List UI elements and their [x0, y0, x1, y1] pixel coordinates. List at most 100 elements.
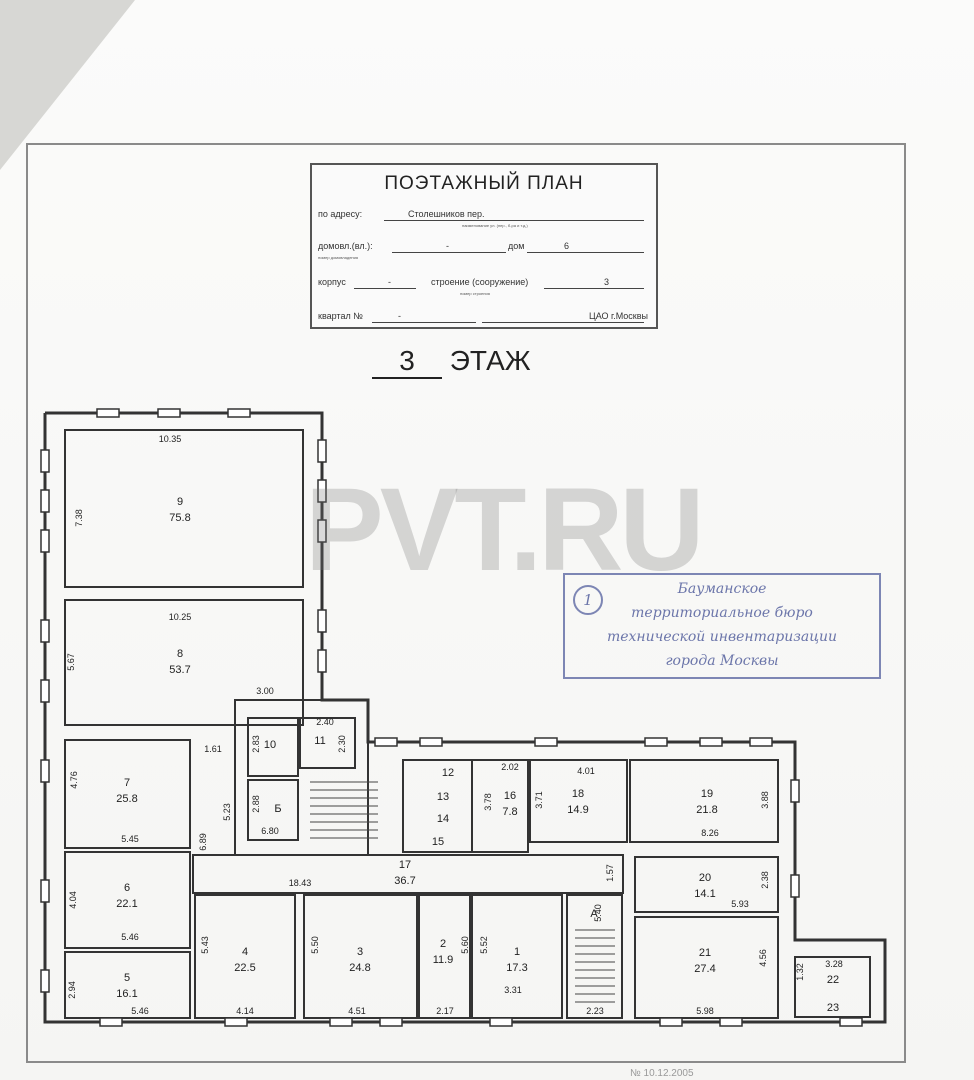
- dim-5-46-a: 5.46: [121, 932, 139, 942]
- korpus-value: -: [388, 277, 391, 287]
- outer-wall: [43, 411, 887, 1024]
- dim-2-17: 2.17: [436, 1006, 454, 1016]
- wc-block-outline: [402, 759, 529, 853]
- dim-18-43: 18.43: [289, 878, 312, 888]
- room-19-number: 19: [701, 788, 713, 800]
- room-3-area: 24.8: [349, 962, 370, 974]
- room-1-number: 1: [514, 946, 520, 958]
- bureau-line-3: технической инвентаризации: [606, 629, 838, 645]
- dim-5-45: 5.45: [121, 834, 139, 844]
- dim-5-23: 5.23: [222, 803, 232, 821]
- dim-5-60: 5.60: [460, 936, 470, 954]
- room-6-number: 6: [124, 882, 130, 894]
- dim-4-56: 4.56: [758, 949, 768, 967]
- dim-3-31: 3.31: [504, 985, 522, 995]
- dim-2-38: 2.38: [760, 871, 770, 889]
- room-19-outline: [629, 759, 779, 843]
- dim-8-26: 8.26: [701, 828, 719, 838]
- dim-1-57: 1.57: [605, 864, 615, 882]
- room-18-number: 18: [572, 788, 584, 800]
- address-value: Столешников пер.: [408, 209, 485, 219]
- building-note: номер строения: [460, 291, 490, 296]
- room-16-number: 16: [504, 790, 516, 802]
- room-3-outline: [303, 894, 418, 1019]
- dim-5-93: 5.93: [731, 899, 749, 909]
- dim-2-02: 2.02: [501, 762, 519, 772]
- dim-room8-width: 10.25: [169, 612, 192, 622]
- room-8-outline: [64, 599, 304, 726]
- room-9-area: 75.8: [169, 512, 190, 524]
- room-22-outline: [794, 956, 871, 1018]
- room-9-number: 9: [177, 496, 183, 508]
- bureau-stamp: 1 Бауманское территориальное бюро технич…: [563, 573, 881, 679]
- room-22-number: 22: [827, 974, 839, 986]
- floor-label: ЭТАЖ: [449, 345, 531, 376]
- room-b-outline: [247, 779, 299, 841]
- stair-a-outline: [566, 894, 623, 1019]
- dim-room9-width: 10.35: [159, 434, 182, 444]
- dim-6-80: 6.80: [261, 826, 279, 836]
- dim-5-43: 5.43: [200, 936, 210, 954]
- bureau-line-2: территориальное бюро: [631, 605, 813, 621]
- room-6-outline: [64, 851, 191, 949]
- corridor-17-number: 17: [399, 859, 411, 871]
- building-label: строение (сооружение): [431, 277, 529, 287]
- dim-5-46-b: 5.46: [131, 1006, 149, 1016]
- dim-2-30: 2.30: [337, 735, 347, 753]
- drawing-frame: [26, 143, 906, 1063]
- dim-4-51: 4.51: [348, 1006, 366, 1016]
- room-15-number: 15: [432, 836, 444, 848]
- korpus-label: корпус: [318, 277, 346, 287]
- dim-room8-height: 5.67: [66, 653, 76, 671]
- dim-2-88: 2.88: [251, 795, 261, 813]
- room-8-number: 8: [177, 648, 183, 660]
- room-14-number: 14: [437, 813, 449, 825]
- stair-core-outline: [234, 699, 369, 856]
- plan-title: ПОЭТАЖНЫЙ ПЛАН: [384, 173, 584, 194]
- dim-5-40: 5.40: [593, 904, 603, 922]
- room-5-outline: [64, 951, 191, 1019]
- room-2-number: 2: [440, 938, 446, 950]
- building-value: 3: [604, 277, 610, 287]
- room-4-area: 22.5: [234, 962, 255, 974]
- room-23-number: 23: [827, 1002, 839, 1014]
- dim-3-88: 3.88: [760, 791, 770, 809]
- dim-room9-height: 7.38: [74, 509, 84, 527]
- dim-1-61: 1.61: [204, 744, 222, 754]
- dim-2-23: 2.23: [586, 1006, 604, 1016]
- room-13-number: 13: [437, 791, 449, 803]
- room-2-area: 11.9: [433, 954, 454, 966]
- address-note: наименование ул. (пер., б-ра и т.д.): [462, 223, 528, 228]
- title-block: ПОЭТАЖНЫЙ ПЛАН по адресу: Столешников пе…: [310, 163, 658, 329]
- room-7-number: 7: [124, 777, 130, 789]
- room-9-outline: [64, 429, 304, 588]
- room-11-number: 11: [314, 735, 325, 747]
- room-5-area: 16.1: [116, 988, 137, 1000]
- room-21-area: 27.4: [694, 963, 715, 975]
- dim-4-76: 4.76: [69, 771, 79, 789]
- room-11-outline: [299, 717, 356, 769]
- dim-3-71: 3.71: [534, 791, 544, 809]
- dim-5-52: 5.52: [479, 936, 489, 954]
- bureau-stamp-number: 1: [573, 585, 603, 615]
- room-4-number: 4: [242, 946, 248, 958]
- dom-label: дом: [508, 241, 525, 251]
- dom-value: 6: [564, 241, 570, 251]
- room-1-outline: [471, 894, 563, 1019]
- dim-3-00: 3.00: [256, 686, 274, 696]
- corridor-17-outline: [192, 854, 624, 894]
- room-2-outline: [418, 894, 471, 1019]
- room-5-number: 5: [124, 972, 130, 984]
- room-20-outline: [634, 856, 779, 913]
- dim-2-94: 2.94: [67, 981, 77, 999]
- room-16-area: 7.8: [502, 806, 517, 818]
- dim-2-83: 2.83: [251, 735, 261, 753]
- room-18-outline: [529, 759, 628, 843]
- dim-3-78: 3.78: [483, 793, 493, 811]
- room-8-area: 53.7: [169, 664, 190, 676]
- corridor-17-area: 36.7: [394, 875, 415, 887]
- room-10-number: 10: [264, 739, 276, 751]
- room-20-number: 20: [699, 872, 711, 884]
- room-6-area: 22.1: [116, 898, 137, 910]
- room-7-outline: [64, 739, 191, 849]
